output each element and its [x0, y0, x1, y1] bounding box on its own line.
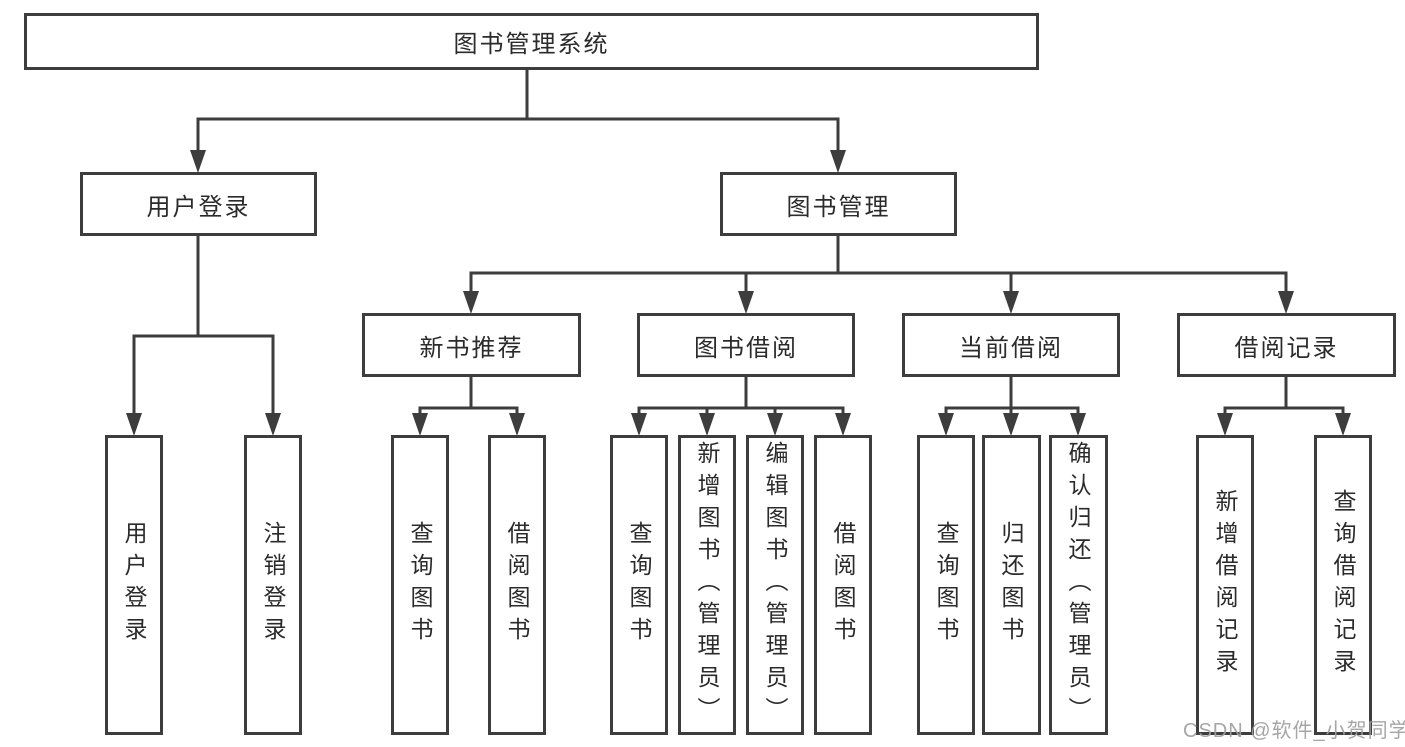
- leaf-query-books-recommend: 查询图书: [391, 435, 449, 735]
- leaf-borrow-books-borrow: 借阅图书: [814, 435, 872, 735]
- leaf-add-book-admin: 新增图书（管理员）: [678, 435, 736, 735]
- leaf-return-books: 归还图书: [982, 435, 1041, 735]
- node-book-management: 图书管理: [720, 172, 957, 236]
- leaf-confirm-return-admin: 确认归还（管理员）: [1049, 435, 1108, 735]
- watermark: CSDN @软件_小贺同学: [1183, 720, 1405, 742]
- leaf-logout: 注销登录: [244, 435, 302, 735]
- leaf-user-login: 用户登录: [105, 435, 163, 735]
- node-root: 图书管理系统: [24, 13, 1039, 70]
- connector-paths: [132, 68, 1345, 415]
- leaf-borrow-books-recommend: 借阅图书: [488, 435, 546, 735]
- leaf-query-books-borrow: 查询图书: [610, 435, 668, 735]
- arrowheads: [126, 150, 1351, 436]
- node-borrow-records: 借阅记录: [1177, 313, 1396, 377]
- node-user-login: 用户登录: [80, 172, 317, 236]
- node-new-book-recommend: 新书推荐: [362, 313, 581, 377]
- node-book-borrow: 图书借阅: [637, 313, 855, 377]
- node-current-borrow: 当前借阅: [902, 313, 1120, 377]
- leaf-query-books-current: 查询图书: [917, 435, 975, 735]
- leaf-query-borrow-record: 查询借阅记录: [1314, 435, 1372, 735]
- leaf-edit-book-admin: 编辑图书（管理员）: [746, 435, 804, 735]
- leaf-add-borrow-record: 新增借阅记录: [1196, 435, 1254, 735]
